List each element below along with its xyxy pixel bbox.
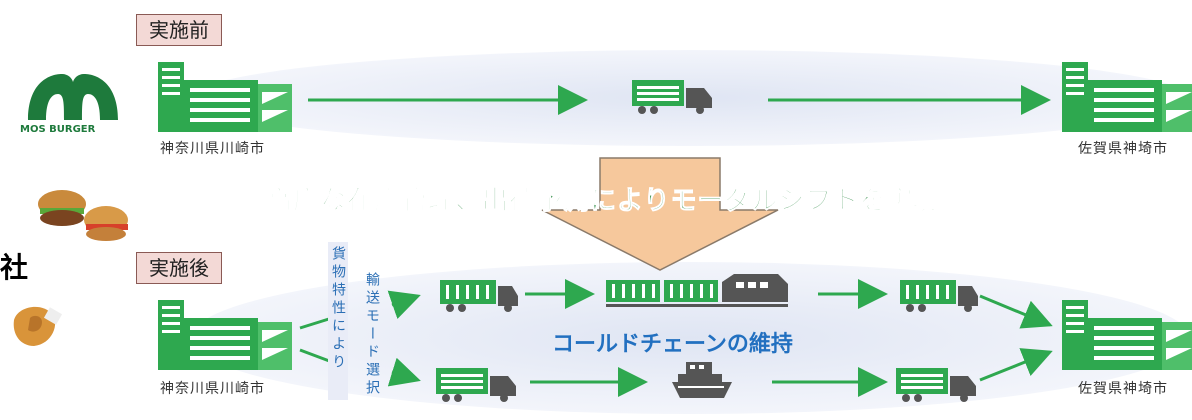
after-branch-upper xyxy=(299,316,333,330)
ship-icon xyxy=(672,362,732,398)
warehouse-icon xyxy=(1062,300,1192,370)
after-arrow-upper-4 xyxy=(979,294,1053,329)
truck-icon xyxy=(632,80,712,114)
burger-image-icon xyxy=(38,190,128,241)
cold-chain-text: コールドチェーンの維持 xyxy=(552,332,793,357)
before-destination-city: 佐賀県神埼市 xyxy=(1078,141,1168,157)
container-truck-icon xyxy=(440,280,518,312)
before-label: 実施前 xyxy=(136,14,222,46)
warehouse-icon xyxy=(158,62,292,132)
side-text-fragment: 社 xyxy=(0,251,29,284)
modal-shift-headline: 高度な在庫管理、出荷予測によりモーダルシフトを実現 xyxy=(265,186,941,217)
before-origin-city: 神奈川県川崎市 xyxy=(160,141,265,157)
transport-mode-selection-note: 輸送モード選択 xyxy=(364,272,380,398)
truck-icon xyxy=(436,368,516,402)
warehouse-icon xyxy=(1062,62,1192,132)
brand-logo-text: MOS BURGER xyxy=(20,124,96,135)
mos-burger-logo-icon xyxy=(28,74,118,120)
after-branch-lower xyxy=(299,348,333,364)
warehouse-icon xyxy=(158,300,292,370)
after-arrow-lower-4 xyxy=(979,348,1053,382)
container-truck-icon xyxy=(900,280,978,312)
after-arrow-upper-1 xyxy=(387,290,421,320)
freight-train-icon xyxy=(606,274,788,307)
after-label: 実施後 xyxy=(136,252,222,284)
after-origin-city: 神奈川県川崎市 xyxy=(160,381,265,397)
cargo-characteristics-note: 貨物特性により xyxy=(328,242,348,400)
after-arrow-lower-1 xyxy=(387,357,421,387)
truck-icon xyxy=(896,368,976,402)
after-destination-city: 佐賀県神埼市 xyxy=(1078,381,1168,397)
fried-chicken-image-icon xyxy=(13,306,63,346)
modal-shift-down-arrow xyxy=(541,157,779,271)
